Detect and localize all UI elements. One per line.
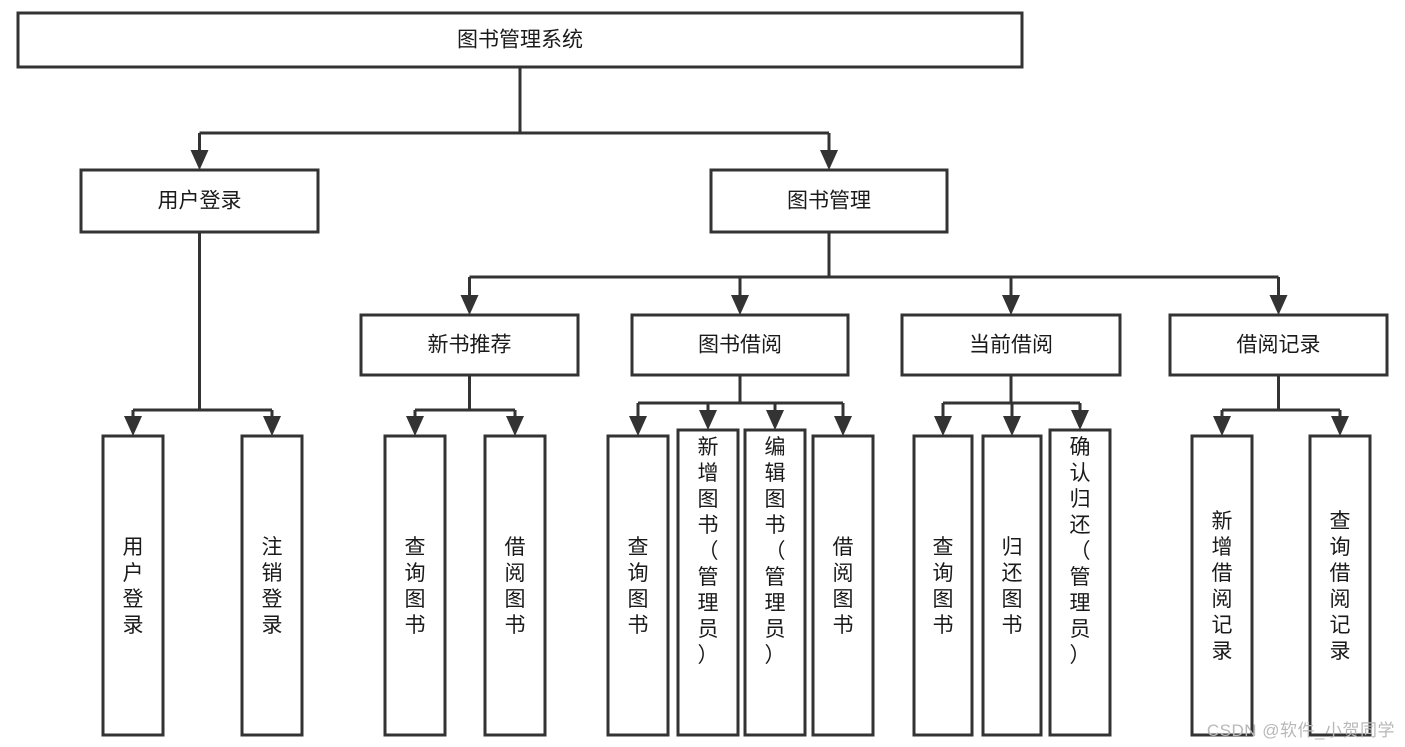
- arrow-head-icon: [1213, 416, 1231, 436]
- arrow-head-icon: [124, 416, 142, 436]
- leaf-8-node-查询图书[interactable]: 查询图书: [912, 434, 974, 737]
- arrow-head-icon: [766, 410, 784, 430]
- leaf-6-node-编辑图书管理员-box[interactable]: [743, 428, 807, 737]
- leaf-5-node-新增图书管理员-box[interactable]: [676, 428, 740, 737]
- leaf-3-node-借阅图书-label: 借阅图书: [505, 536, 526, 637]
- level3-node-当前借阅-label: 当前借阅: [969, 334, 1053, 357]
- level3-node-新书推荐[interactable]: 新书推荐: [359, 313, 580, 377]
- root-node-图书管理系统[interactable]: 图书管理系统: [16, 11, 1024, 69]
- leaf-7-node-借阅图书-box[interactable]: [811, 434, 875, 737]
- arrow-head-icon: [629, 416, 647, 436]
- arrow-head-icon: [263, 416, 281, 436]
- leaf-9-node-归还图书[interactable]: 归还图书: [981, 434, 1043, 737]
- level2-node-用户登录-box[interactable]: [79, 168, 320, 234]
- arrow-head-icon: [1002, 295, 1020, 315]
- arrow-head-icon: [834, 416, 852, 436]
- root-node-图书管理系统-box[interactable]: [16, 11, 1024, 69]
- root-node-图书管理系统-label: 图书管理系统: [457, 29, 583, 52]
- leaf-6-node-编辑图书管理员-label: 编辑图书（管理员）: [765, 436, 786, 667]
- leaf-11-node-新增借阅记录-box[interactable]: [1190, 434, 1254, 737]
- leaf-9-node-归还图书-box[interactable]: [981, 434, 1043, 737]
- leaf-5-node-新增图书管理员[interactable]: 新增图书（管理员）: [676, 428, 740, 737]
- leaf-12-node-查询借阅记录-label: 查询借阅记录: [1330, 510, 1351, 663]
- arrow-head-icon: [506, 416, 524, 436]
- level2-node-用户登录-label: 用户登录: [158, 190, 242, 213]
- arrow-head-icon: [1003, 416, 1021, 436]
- level3-node-图书借阅[interactable]: 图书借阅: [630, 313, 850, 377]
- leaf-0-node-用户登录[interactable]: 用户登录: [101, 434, 165, 737]
- level3-node-新书推荐-box[interactable]: [359, 313, 580, 377]
- leaf-1-node-注销登录[interactable]: 注销登录: [240, 434, 304, 737]
- leaf-3-node-借阅图书-box[interactable]: [483, 434, 547, 737]
- level2-node-用户登录[interactable]: 用户登录: [79, 168, 320, 234]
- level3-node-借阅记录-label: 借阅记录: [1237, 334, 1321, 357]
- leaf-11-node-新增借阅记录-label: 新增借阅记录: [1212, 510, 1233, 663]
- leaf-10-node-确认归还管理员[interactable]: 确认归还（管理员）: [1048, 428, 1112, 737]
- leaf-5-node-新增图书管理员-label: 新增图书（管理员）: [698, 436, 719, 667]
- arrow-head-icon: [1071, 410, 1089, 430]
- leaf-12-node-查询借阅记录-box[interactable]: [1308, 434, 1372, 737]
- arrow-head-icon: [190, 150, 209, 170]
- leaf-10-node-确认归还管理员-box[interactable]: [1048, 428, 1112, 737]
- leaf-7-node-借阅图书-label: 借阅图书: [833, 536, 854, 637]
- leaf-2-node-查询图书-box[interactable]: [383, 434, 447, 737]
- leaf-9-node-归还图书-label: 归还图书: [1002, 536, 1023, 637]
- level3-node-借阅记录[interactable]: 借阅记录: [1168, 313, 1389, 377]
- leaf-2-node-查询图书[interactable]: 查询图书: [383, 434, 447, 737]
- level3-node-当前借阅-box[interactable]: [900, 313, 1122, 377]
- arrow-head-icon: [699, 410, 717, 430]
- leaf-6-node-编辑图书管理员[interactable]: 编辑图书（管理员）: [743, 428, 807, 737]
- leaf-0-node-用户登录-label: 用户登录: [123, 536, 144, 637]
- arrow-head-icon: [731, 295, 749, 315]
- leaf-3-node-借阅图书[interactable]: 借阅图书: [483, 434, 547, 737]
- leaf-0-node-用户登录-box[interactable]: [101, 434, 165, 737]
- leaf-4-node-查询图书-label: 查询图书: [628, 536, 649, 637]
- arrow-head-icon: [460, 295, 479, 315]
- leaf-4-node-查询图书-box[interactable]: [606, 434, 670, 737]
- arrow-head-icon: [1269, 295, 1288, 315]
- level3-node-当前借阅[interactable]: 当前借阅: [900, 313, 1122, 377]
- level2-node-图书管理[interactable]: 图书管理: [709, 168, 949, 234]
- level2-node-图书管理-box[interactable]: [709, 168, 949, 234]
- level3-node-图书借阅-box[interactable]: [630, 313, 850, 377]
- level2-node-图书管理-label: 图书管理: [787, 190, 871, 213]
- nodes-layer: 图书管理系统用户登录图书管理新书推荐图书借阅当前借阅借阅记录用户登录注销登录查询…: [16, 11, 1389, 737]
- arrow-head-icon: [820, 150, 838, 170]
- level3-node-新书推荐-label: 新书推荐: [428, 334, 512, 357]
- leaf-11-node-新增借阅记录[interactable]: 新增借阅记录: [1190, 434, 1254, 737]
- arrow-head-icon: [406, 416, 424, 436]
- leaf-2-node-查询图书-label: 查询图书: [405, 536, 426, 637]
- leaf-10-node-确认归还管理员-label: 确认归还（管理员）: [1070, 436, 1091, 667]
- level3-node-图书借阅-label: 图书借阅: [698, 334, 782, 357]
- leaf-8-node-查询图书-label: 查询图书: [933, 536, 954, 637]
- watermark-text: CSDN @软件_小贺同学: [1206, 721, 1395, 740]
- arrow-head-icon: [934, 416, 952, 436]
- level3-node-借阅记录-box[interactable]: [1168, 313, 1389, 377]
- leaf-7-node-借阅图书[interactable]: 借阅图书: [811, 434, 875, 737]
- leaf-8-node-查询图书-box[interactable]: [912, 434, 974, 737]
- leaf-4-node-查询图书[interactable]: 查询图书: [606, 434, 670, 737]
- leaf-1-node-注销登录-label: 注销登录: [262, 536, 283, 637]
- arrow-head-icon: [1331, 416, 1349, 436]
- connectors-layer: [124, 67, 1349, 436]
- leaf-1-node-注销登录-box[interactable]: [240, 434, 304, 737]
- leaf-12-node-查询借阅记录[interactable]: 查询借阅记录: [1308, 434, 1372, 737]
